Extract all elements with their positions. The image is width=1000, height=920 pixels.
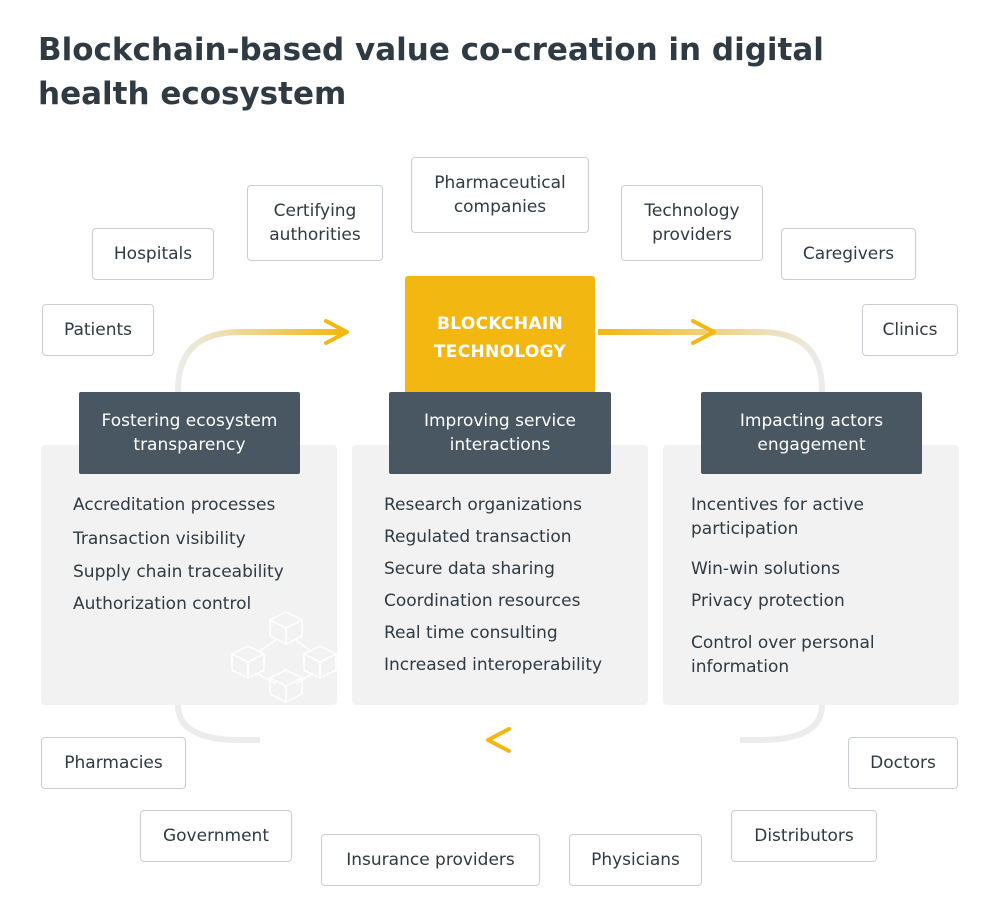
blockchain-cubes-icon <box>231 611 337 703</box>
blockchain-technology-box: BLOCKCHAIN TECHNOLOGY <box>405 276 595 398</box>
loop-left-bottom <box>175 700 260 743</box>
loop-right-bottom <box>740 700 825 743</box>
arrow-left-bottom <box>486 727 511 753</box>
blockchain-label-line1: BLOCKCHAIN <box>437 314 563 334</box>
list-actors-engagement: Incentives for active participation Win-… <box>691 494 953 678</box>
list-item: Win-win solutions <box>691 559 841 579</box>
list-service-interactions: Research organizations Regulated transac… <box>384 494 646 676</box>
actor-clinics: Clinics <box>862 304 958 356</box>
list-item: Accreditation processes <box>73 495 276 515</box>
list-item: Control over personal <box>691 633 875 653</box>
actor-patients: Patients <box>42 304 154 356</box>
panel-service-interactions <box>352 445 648 705</box>
list-item: Regulated transaction <box>384 527 572 547</box>
diagram-title: Blockchain-based value co-creation in di… <box>38 32 824 112</box>
list-item: Real time consulting <box>384 623 558 643</box>
loop-left-top <box>175 329 342 400</box>
list-item: Incentives for active <box>691 495 864 515</box>
list-item: information <box>691 657 790 677</box>
actor-insurance-providers: Insurance providers <box>321 834 540 886</box>
actor-pharmacies: Pharmacies <box>41 737 186 789</box>
list-transparency: Accreditation processes Transaction visi… <box>73 494 333 615</box>
list-item: Secure data sharing <box>384 559 555 579</box>
actor-hospitals: Hospitals <box>92 228 214 280</box>
actor-physicians: Physicians <box>569 834 702 886</box>
list-item: Research organizations <box>384 495 582 515</box>
actor-government: Government <box>140 810 292 862</box>
arrow-right-2 <box>691 319 716 345</box>
actor-doctors: Doctors <box>848 737 958 789</box>
list-item: Supply chain traceability <box>73 562 284 582</box>
list-item: Transaction visibility <box>73 529 246 549</box>
list-item: Authorization control <box>73 594 252 614</box>
loop-right-top <box>598 329 825 400</box>
actor-caregivers: Caregivers <box>781 228 916 280</box>
list-item: Increased interoperability <box>384 655 603 675</box>
list-item: Privacy protection <box>691 591 845 611</box>
list-item: Coordination resources <box>384 591 581 611</box>
panel-transparency <box>41 445 337 705</box>
arrow-right-1 <box>324 319 349 345</box>
actor-distributors: Distributors <box>731 810 877 862</box>
panel-actors-engagement <box>663 445 959 705</box>
blockchain-label-line2: TECHNOLOGY <box>433 342 567 362</box>
list-item: participation <box>691 519 799 539</box>
